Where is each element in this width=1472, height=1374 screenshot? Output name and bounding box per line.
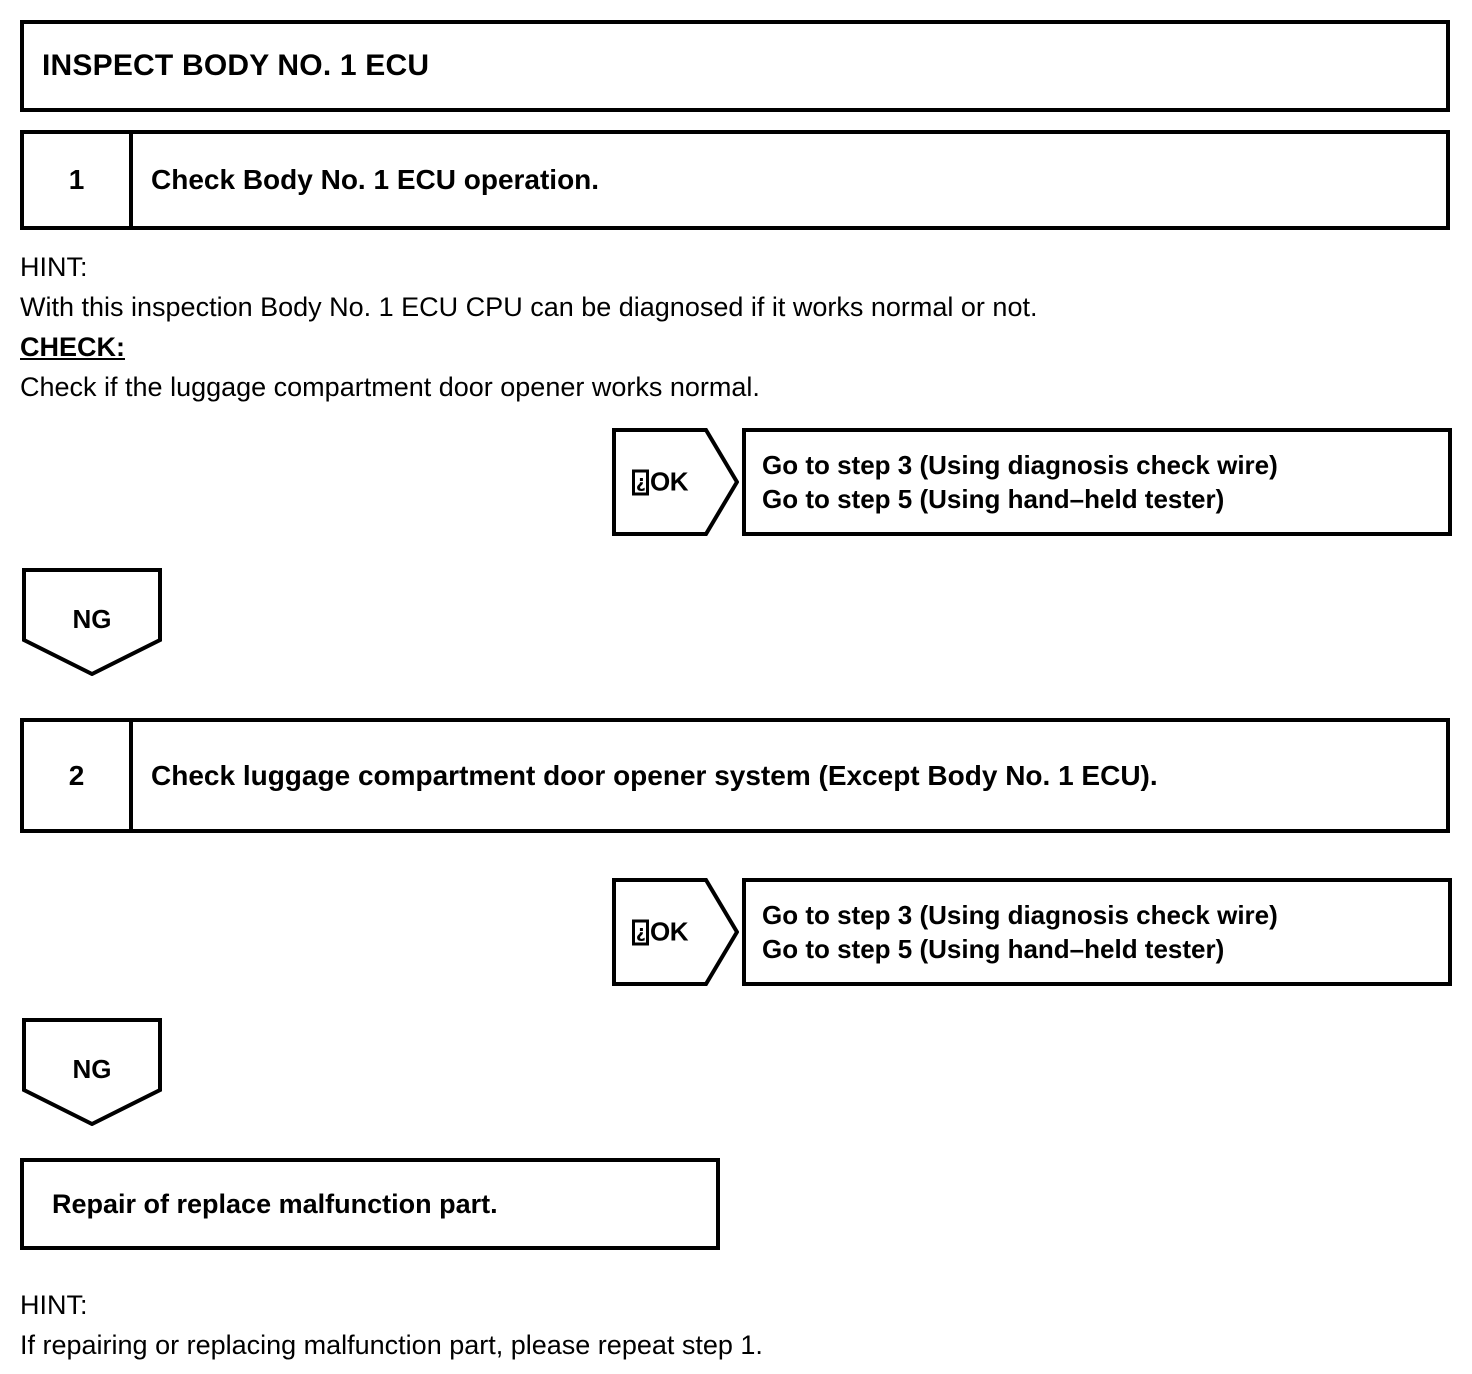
ok-branch-2: ¿OK Go to step 3 (Using diagnosis check … [612,878,1452,986]
ok-destination-line-1b: Go to step 5 (Using hand–held tester) [762,484,1225,514]
step-number-2: 2 [24,722,133,829]
ok-text-1: OK [650,466,689,497]
check-label: CHECK: [20,332,125,362]
step-number-1: 1 [24,134,133,226]
ng-label-2: NG [72,1054,112,1084]
ok-text-2: OK [650,916,689,947]
terminal-action-label: Repair of replace malfunction part. [52,1188,498,1219]
ok-arrow-shape-1: ¿OK [612,428,739,536]
ok-destination-line-1a: Go to step 3 (Using diagnosis check wire… [762,450,1278,480]
ok-destination-line-2b: Go to step 5 (Using hand–held tester) [762,934,1225,964]
ng-marker-1: NG [22,568,162,676]
ok-destination-box-1: Go to step 3 (Using diagnosis check wire… [742,428,1452,536]
page-title-box: INSPECT BODY NO. 1 ECU [20,20,1450,112]
missing-glyph-icon-2: ¿ [632,919,649,945]
hint-body-2: If repairing or replacing malfunction pa… [20,1330,763,1360]
page-title: INSPECT BODY NO. 1 ECU [42,49,430,82]
ng-label-1: NG [72,604,112,634]
ok-destination-line-2a: Go to step 3 (Using diagnosis check wire… [762,900,1278,930]
step-title-1: Check Body No. 1 ECU operation. [151,164,600,195]
ok-destination-box-2: Go to step 3 (Using diagnosis check wire… [742,878,1452,986]
step-title-2: Check luggage compartment door opener sy… [151,759,1158,791]
ok-branch-1: ¿OK Go to step 3 (Using diagnosis check … [612,428,1452,536]
check-body: Check if the luggage compartment door op… [20,372,760,402]
ok-arrow-shape-2: ¿OK [612,878,739,986]
step-box-1: 1 Check Body No. 1 ECU operation. [20,130,1450,230]
ok-label-1: ¿OK [632,466,689,498]
ng-marker-2: NG [22,1018,162,1126]
hint-label-2: HINT: [20,1290,88,1320]
terminal-action-box: Repair of replace malfunction part. [20,1158,720,1250]
hint-label-1: HINT: [20,252,88,282]
step-box-2: 2 Check luggage compartment door opener … [20,718,1450,833]
hint-body-1: With this inspection Body No. 1 ECU CPU … [20,292,1038,322]
ok-label-2: ¿OK [632,916,689,948]
missing-glyph-icon-1: ¿ [632,469,649,495]
